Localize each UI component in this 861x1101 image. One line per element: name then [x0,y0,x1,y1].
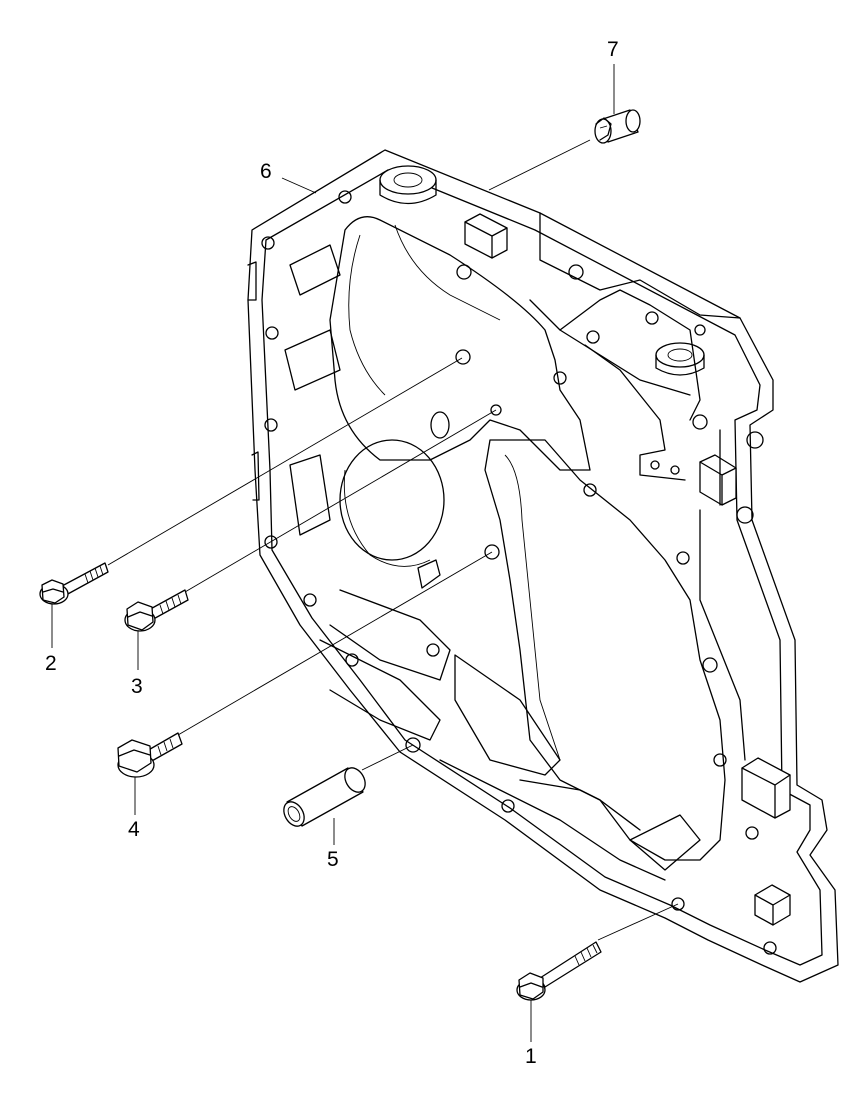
callout-1: 1 [525,1045,537,1068]
bolt-long-part-2 [39,562,109,605]
callout-5: 5 [327,848,339,871]
callout-3: 3 [131,675,143,698]
callout-7: 7 [607,38,619,61]
leader-lines [51,64,679,1042]
bolt-part-1 [516,941,602,1001]
housing-cover-part [247,149,839,983]
callout-6: 6 [260,160,272,183]
dowel-sleeve-part-5 [283,767,366,827]
bolt-part-3 [124,589,189,632]
callout-2: 2 [45,652,57,675]
callout-4: 4 [128,818,140,841]
sleeve-clip-part-7 [594,109,641,144]
callout-numbers: 1 2 3 4 5 6 7 [45,38,619,1068]
bolt-part-4 [117,732,183,778]
bolt-holes [261,190,777,955]
